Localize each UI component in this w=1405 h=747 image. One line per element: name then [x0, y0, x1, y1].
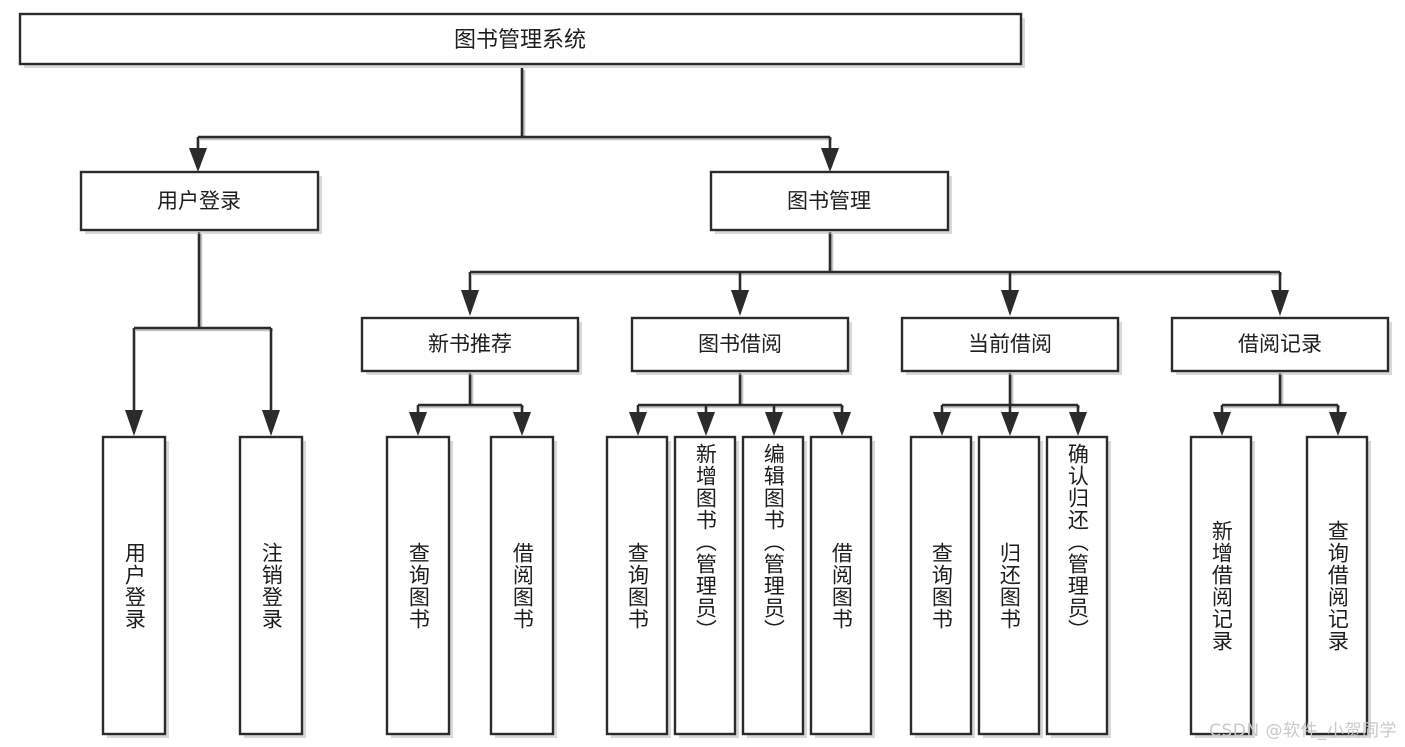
leaf-boxes [101, 435, 1371, 738]
leaf-box-confirm-return-admin[interactable] [1045, 435, 1111, 738]
leaf-box-borrow-book-rec[interactable] [489, 435, 557, 738]
connector-book-mgmt-to-level2 [461, 232, 1289, 316]
connector-new-book-to-leaves [409, 373, 531, 436]
node-borrow-record-label: 借阅记录 [1238, 332, 1322, 356]
csdn-watermark: CSDN @软件_小贺同学 [1209, 721, 1397, 741]
node-current-borrow[interactable]: 当前借阅 [900, 316, 1122, 375]
connectors [125, 68, 1347, 436]
leaf-box-query-borrow-record[interactable] [1305, 435, 1371, 738]
node-user-login-label: 用户登录 [157, 189, 241, 213]
connector-borrow-record-to-leaves [1213, 373, 1347, 436]
node-book-borrow[interactable]: 图书借阅 [630, 316, 852, 375]
leaf-box-query-book-rec[interactable] [385, 435, 453, 738]
leaf-box-logout[interactable] [238, 435, 306, 738]
node-book-management-label: 图书管理 [787, 189, 871, 213]
leaf-box-add-borrow-record[interactable] [1189, 435, 1255, 738]
node-root-system-label: 图书管理系统 [454, 28, 586, 53]
node-borrow-record[interactable]: 借阅记录 [1170, 316, 1392, 375]
leaf-box-query-book-borrow[interactable] [605, 435, 671, 738]
node-current-borrow-label: 当前借阅 [968, 332, 1052, 356]
node-book-borrow-label: 图书借阅 [698, 332, 782, 356]
node-user-login[interactable]: 用户登录 [79, 170, 322, 234]
leaf-box-user-login[interactable] [101, 435, 169, 738]
node-root-system[interactable]: 图书管理系统 [18, 12, 1025, 68]
leaf-box-query-book-current[interactable] [909, 435, 975, 738]
leaf-box-add-book-admin[interactable] [673, 435, 739, 738]
connector-current-borrow-to-leaves [933, 373, 1087, 436]
leaf-box-return-book[interactable] [977, 435, 1043, 738]
node-book-management[interactable]: 图书管理 [709, 170, 952, 234]
connector-root-to-level1 [189, 68, 839, 172]
connector-borrow-to-leaves [629, 373, 851, 436]
connector-user-login-to-leaves [125, 232, 280, 436]
leaf-box-borrow-book[interactable] [809, 435, 875, 738]
node-new-book-recommend-label: 新书推荐 [428, 332, 512, 356]
node-new-book-recommend[interactable]: 新书推荐 [360, 316, 582, 375]
leaf-box-edit-book-admin[interactable] [741, 435, 807, 738]
